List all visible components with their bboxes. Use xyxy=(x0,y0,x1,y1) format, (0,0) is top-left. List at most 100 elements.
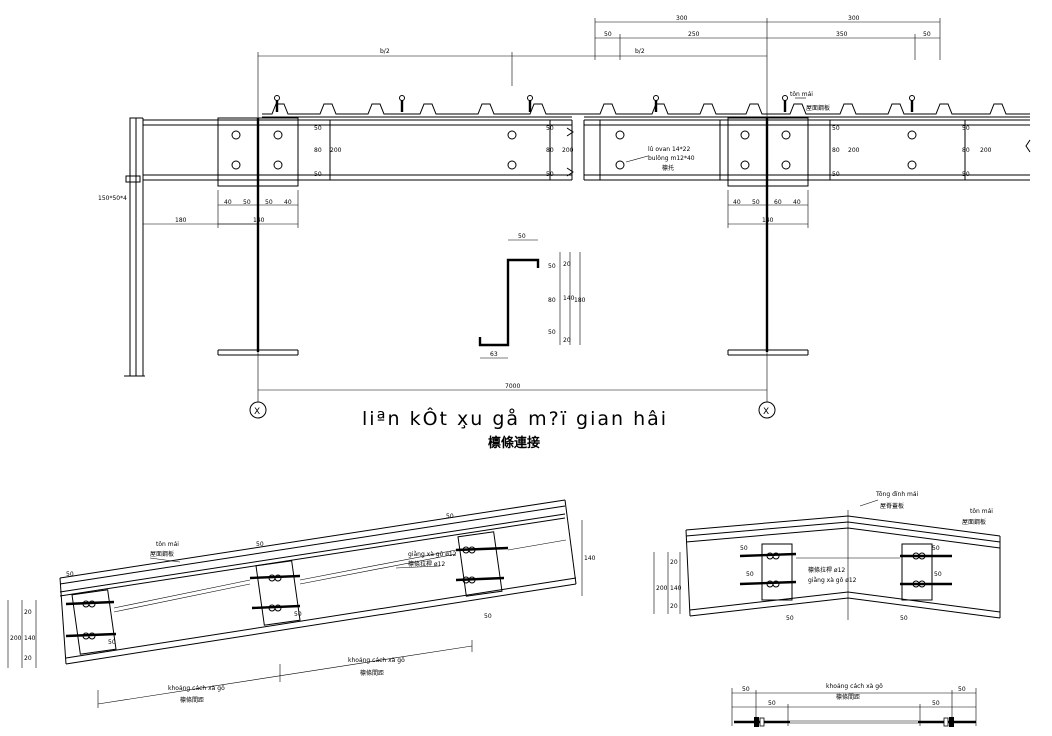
vdim-50-c: 50 xyxy=(546,125,554,132)
bottom-tie-rod-detail: 50 50 50 50 khoảng cách xà gô 檩條間距 xyxy=(731,683,977,727)
vdim-80-d: 80 xyxy=(962,147,970,154)
dim-40-b: 40 xyxy=(284,199,292,206)
rod-dim-50-c: 50 xyxy=(768,700,776,707)
roof-screw-1-icon xyxy=(274,95,280,112)
title-chinese: 檩條連接 xyxy=(488,435,540,451)
roof-sheet-profile: tôn mái 屋面鋼板 xyxy=(262,91,1030,118)
bl-dim-50-c: 50 xyxy=(446,513,454,520)
dim-60: 60 xyxy=(774,199,782,206)
axis-bubble-right xyxy=(758,401,776,419)
zsec-50a: 50 xyxy=(548,263,556,270)
vdim-200-a: 200 xyxy=(330,147,342,154)
dim-50-c: 50 xyxy=(752,199,760,206)
dim-180: 180 xyxy=(175,217,187,224)
br-dim-20: 20 xyxy=(670,559,678,566)
zsec-20b: 20 xyxy=(563,337,571,344)
bl-dim-50-e: 50 xyxy=(294,611,302,618)
zsec-140: 140 xyxy=(563,295,575,302)
bl-tie-zh: 檩條拉桿 ø12 xyxy=(408,560,445,568)
bl-spacing-vi-1: khoảng cách xà gô xyxy=(168,685,225,692)
bl-dim-140: 140 xyxy=(24,635,36,642)
br-dim-50-d: 50 xyxy=(934,571,942,578)
bl-dim-50-d: 50 xyxy=(108,639,116,646)
dim-40-d: 40 xyxy=(793,199,801,206)
rod-spacing-zh: 檩條間距 xyxy=(836,693,860,701)
br-dim-200: 200 xyxy=(656,585,668,592)
dim-7000: 7000 xyxy=(505,383,520,390)
zsec-50b: 50 xyxy=(548,329,556,336)
bolt-note-3: 檩托 xyxy=(662,164,674,172)
axis-and-title: 7000 X X liªn kÔt x̧u gå m?ï gian hâi 檩條… xyxy=(249,352,776,451)
vdim-50-h: 50 xyxy=(962,171,970,178)
bottom-right-ridge-detail: Tông đỉnh mái 屋脊蓋板 tôn mái 屋面鋼板 檩條拉桿 ø12… xyxy=(653,491,1001,622)
br-roof-zh: 屋面鋼板 xyxy=(962,518,986,526)
vdim-50-e: 50 xyxy=(832,125,840,132)
bottom-left-tie-detail: tôn mái 屋面鋼板 giằng xà gô ø12 檩條拉桿 ø12 50… xyxy=(7,499,596,708)
dim-250: 250 xyxy=(688,31,700,38)
bl-dim-20b: 20 xyxy=(24,655,32,662)
dim-300-right: 300 xyxy=(848,15,860,22)
purlin-elevation: 150*50*4 180 xyxy=(98,117,1031,377)
vdim-80-b: 80 xyxy=(546,147,554,154)
axis-label-left: X xyxy=(254,407,260,417)
br-tie-vi: giằng xà gô ø12 xyxy=(808,577,857,584)
zsec-bottom: 63 xyxy=(490,351,498,358)
bl-roof-zh: 屋面鋼板 xyxy=(150,550,174,558)
axis-bubble-left xyxy=(249,401,267,419)
roof-screw-6-icon xyxy=(909,95,915,112)
vdim-50-g: 50 xyxy=(962,125,970,132)
vdim-200-b: 200 xyxy=(562,147,574,154)
br-dim-140: 140 xyxy=(670,585,682,592)
vdim-50-d: 50 xyxy=(546,171,554,178)
vdim-80-c: 80 xyxy=(832,147,840,154)
br-roof-vi: tôn mái xyxy=(970,508,993,515)
br-dim-50-e: 50 xyxy=(786,615,794,622)
br-dim-20b: 20 xyxy=(670,603,678,610)
top-dimension-chains: 300 300 50 250 350 50 b/2 b/2 xyxy=(257,15,941,120)
bl-roof-vi: tôn mái xyxy=(156,541,179,548)
bolt-group-left xyxy=(231,130,917,170)
roof-screw-5-icon xyxy=(782,95,788,112)
roof-sheet-label-zh: 屋面鋼板 xyxy=(806,104,830,112)
br-ridge-zh: 屋脊蓋板 xyxy=(880,502,904,510)
bolt-note-2: bulông m12*40 xyxy=(648,155,695,162)
bl-spacing-vi-2: khoảng cách xà gô xyxy=(348,657,405,664)
rod-dim-50-d: 50 xyxy=(932,700,940,707)
br-dim-50-c: 50 xyxy=(746,571,754,578)
vdim-80-a: 80 xyxy=(314,147,322,154)
dim-140-right: 140 xyxy=(762,217,774,224)
vdim-50-f: 50 xyxy=(832,171,840,178)
roof-screw-2-icon xyxy=(399,95,405,112)
dim-half-b-left: b/2 xyxy=(380,48,390,55)
br-dim-50-f: 50 xyxy=(900,615,908,622)
zsec-180: 180 xyxy=(574,297,586,304)
dim-140-left: 140 xyxy=(253,217,265,224)
bl-spacing-zh-2: 檩條間距 xyxy=(360,669,384,677)
dim-40-a: 40 xyxy=(224,199,232,206)
bl-dim-50-a: 50 xyxy=(66,571,74,578)
dim-50-b: 50 xyxy=(265,199,273,206)
title-vietnamese: liªn kÔt x̧u gå m?ï gian hâi xyxy=(362,406,668,430)
vdim-200-c: 200 xyxy=(848,147,860,154)
rod-dim-50-a: 50 xyxy=(742,686,750,693)
vdim-200-d: 200 xyxy=(980,147,992,154)
dim-50-a: 50 xyxy=(243,199,251,206)
dim-50-b: 50 xyxy=(923,31,931,38)
angle-label: 150*50*4 xyxy=(98,195,127,202)
dim-40-c: 40 xyxy=(733,199,741,206)
zsec-top: 50 xyxy=(518,233,526,240)
dim-350: 350 xyxy=(836,31,848,38)
bl-dim-200: 200 xyxy=(10,635,22,642)
vdim-50-a: 50 xyxy=(314,125,322,132)
dim-50-a: 50 xyxy=(604,31,612,38)
br-dim-50-b: 50 xyxy=(932,545,940,552)
z-section-detail: 50 63 50 80 50 140 180 20 20 xyxy=(478,233,586,359)
br-ridge-vi: Tông đỉnh mái xyxy=(875,491,919,498)
axis-label-right: X xyxy=(763,407,769,417)
zsec-80: 80 xyxy=(548,297,556,304)
br-tie-zh: 檩條拉桿 ø12 xyxy=(808,566,845,574)
vdim-50-b: 50 xyxy=(314,171,322,178)
bolt-note-1: lû ovan 14*22 xyxy=(648,146,690,153)
bl-dim-50-b: 50 xyxy=(256,541,264,548)
